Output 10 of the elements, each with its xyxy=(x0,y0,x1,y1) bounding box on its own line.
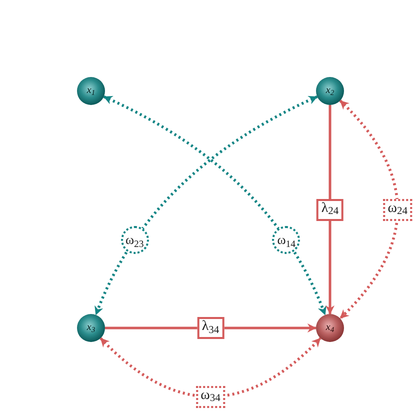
edge-label: λ$_{34}$ xyxy=(196,317,224,339)
dotted-arrow xyxy=(339,100,399,320)
edge-label: ω$_{14}$ xyxy=(272,226,300,254)
arrow xyxy=(326,105,334,314)
edge-label: ω$_{24}$ xyxy=(382,198,412,220)
arrow xyxy=(105,324,316,332)
dotted-arrow xyxy=(100,337,322,398)
edge-label: ω$_{23}$ xyxy=(120,226,149,254)
edge-label: λ$_{24}$ xyxy=(316,198,344,220)
edge-label: ω$_{34}$ xyxy=(196,386,226,408)
